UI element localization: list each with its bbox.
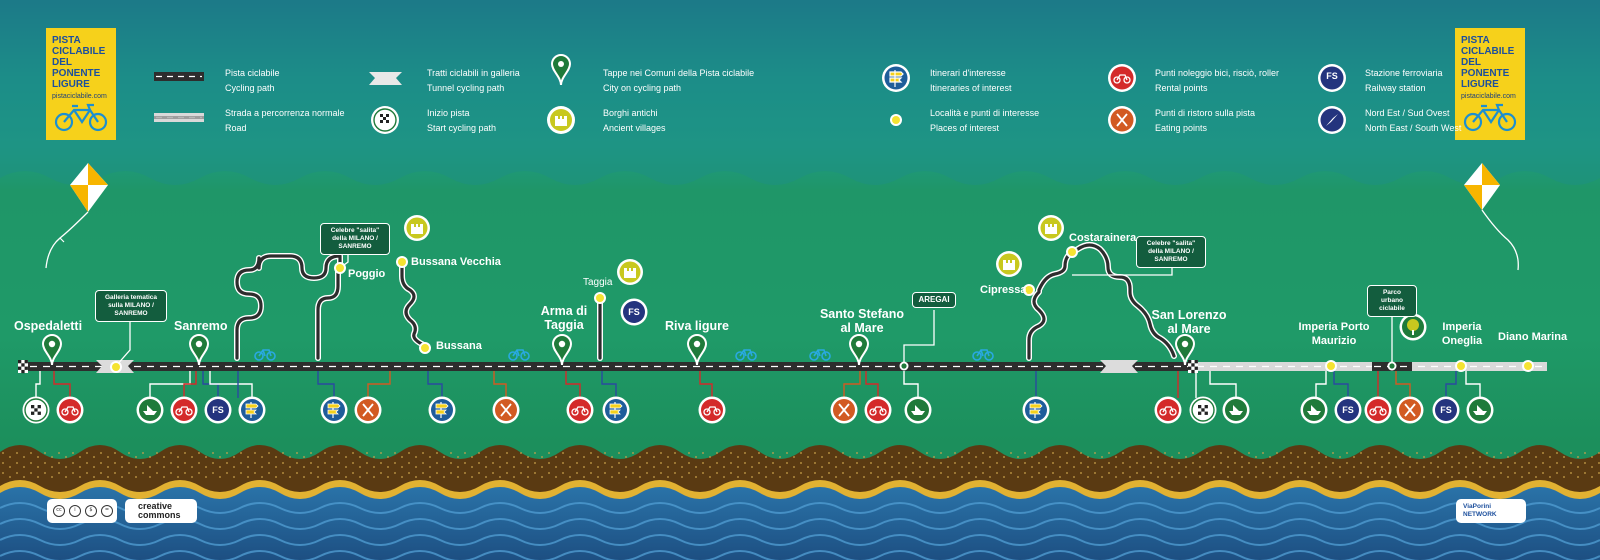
fs-station-label: FS bbox=[628, 307, 640, 317]
network-badge[interactable]: ViaPorini NETWORK bbox=[1456, 499, 1526, 523]
place-diano-marina: Diano Marina bbox=[1498, 331, 1568, 343]
place-ospedaletti: Ospedaletti bbox=[14, 319, 83, 333]
cc-license-badge[interactable]: cc i $ = bbox=[47, 499, 117, 523]
logo-line-2: CICLABILE bbox=[52, 46, 106, 57]
by-icon: i bbox=[69, 505, 81, 517]
logo-line-1: PISTA bbox=[1461, 35, 1490, 46]
logo-line-1: PISTA bbox=[52, 35, 81, 46]
logo-line-3: DEL PONENTE bbox=[1461, 57, 1510, 79]
place-bussana-vecchia: Bussana Vecchia bbox=[411, 256, 501, 268]
sign-salita-poggio: Celebre "salita" della MILANO / SANREMO bbox=[320, 223, 390, 255]
place-santo-stefano: Santo Stefano al Mare bbox=[819, 307, 905, 335]
bicycle-icon bbox=[1463, 103, 1517, 132]
fs-station-label: FS bbox=[1440, 405, 1452, 415]
cc-icon: cc bbox=[53, 505, 65, 517]
sign-parco-urbano: Parco urbano ciclabile bbox=[1367, 285, 1417, 317]
logo-site: pistaciclabile.com bbox=[1461, 93, 1516, 100]
sign-salita-costarainera: Celebre "salita" della MILANO / SANREMO bbox=[1136, 236, 1206, 268]
logo-line-4: LIGURE bbox=[52, 79, 90, 90]
place-imperia-oneglia: Imperia Oneglia bbox=[1441, 321, 1483, 347]
place-poggio: Poggio bbox=[348, 268, 386, 280]
place-imperia-porto-maurizio: Imperia Porto Maurizio bbox=[1298, 321, 1370, 347]
place-cipressa: Cipressa bbox=[980, 284, 1027, 296]
sign-galleria: Galleria tematica sulla MILANO / SANREMO bbox=[95, 290, 167, 322]
logo-line-3: DEL PONENTE bbox=[52, 57, 101, 79]
logo-site: pistaciclabile.com bbox=[52, 93, 107, 100]
bicycle-icon bbox=[54, 103, 108, 132]
place-taggia: Taggia bbox=[583, 277, 613, 288]
logo-line-4: LIGURE bbox=[1461, 79, 1499, 90]
place-riva-ligure: Riva ligure bbox=[665, 319, 729, 333]
nd-icon: = bbox=[101, 505, 113, 517]
place-bussana: Bussana bbox=[436, 340, 482, 352]
fs-legend-label: FS bbox=[1326, 71, 1338, 81]
place-costarainera: Costarainera bbox=[1069, 232, 1137, 244]
sign-aregai: AREGAI bbox=[912, 292, 956, 308]
place-arma-di-taggia: Arma di Taggia bbox=[540, 304, 588, 332]
nc-icon: $ bbox=[85, 505, 97, 517]
place-sanremo: Sanremo bbox=[174, 319, 228, 333]
creative-commons-badge[interactable]: creative commons bbox=[125, 499, 197, 523]
logo-line-2: CICLABILE bbox=[1461, 46, 1515, 57]
place-san-lorenzo: San Lorenzo al Mare bbox=[1151, 308, 1227, 336]
fs-station-label: FS bbox=[212, 405, 224, 415]
fs-station-label: FS bbox=[1342, 405, 1354, 415]
